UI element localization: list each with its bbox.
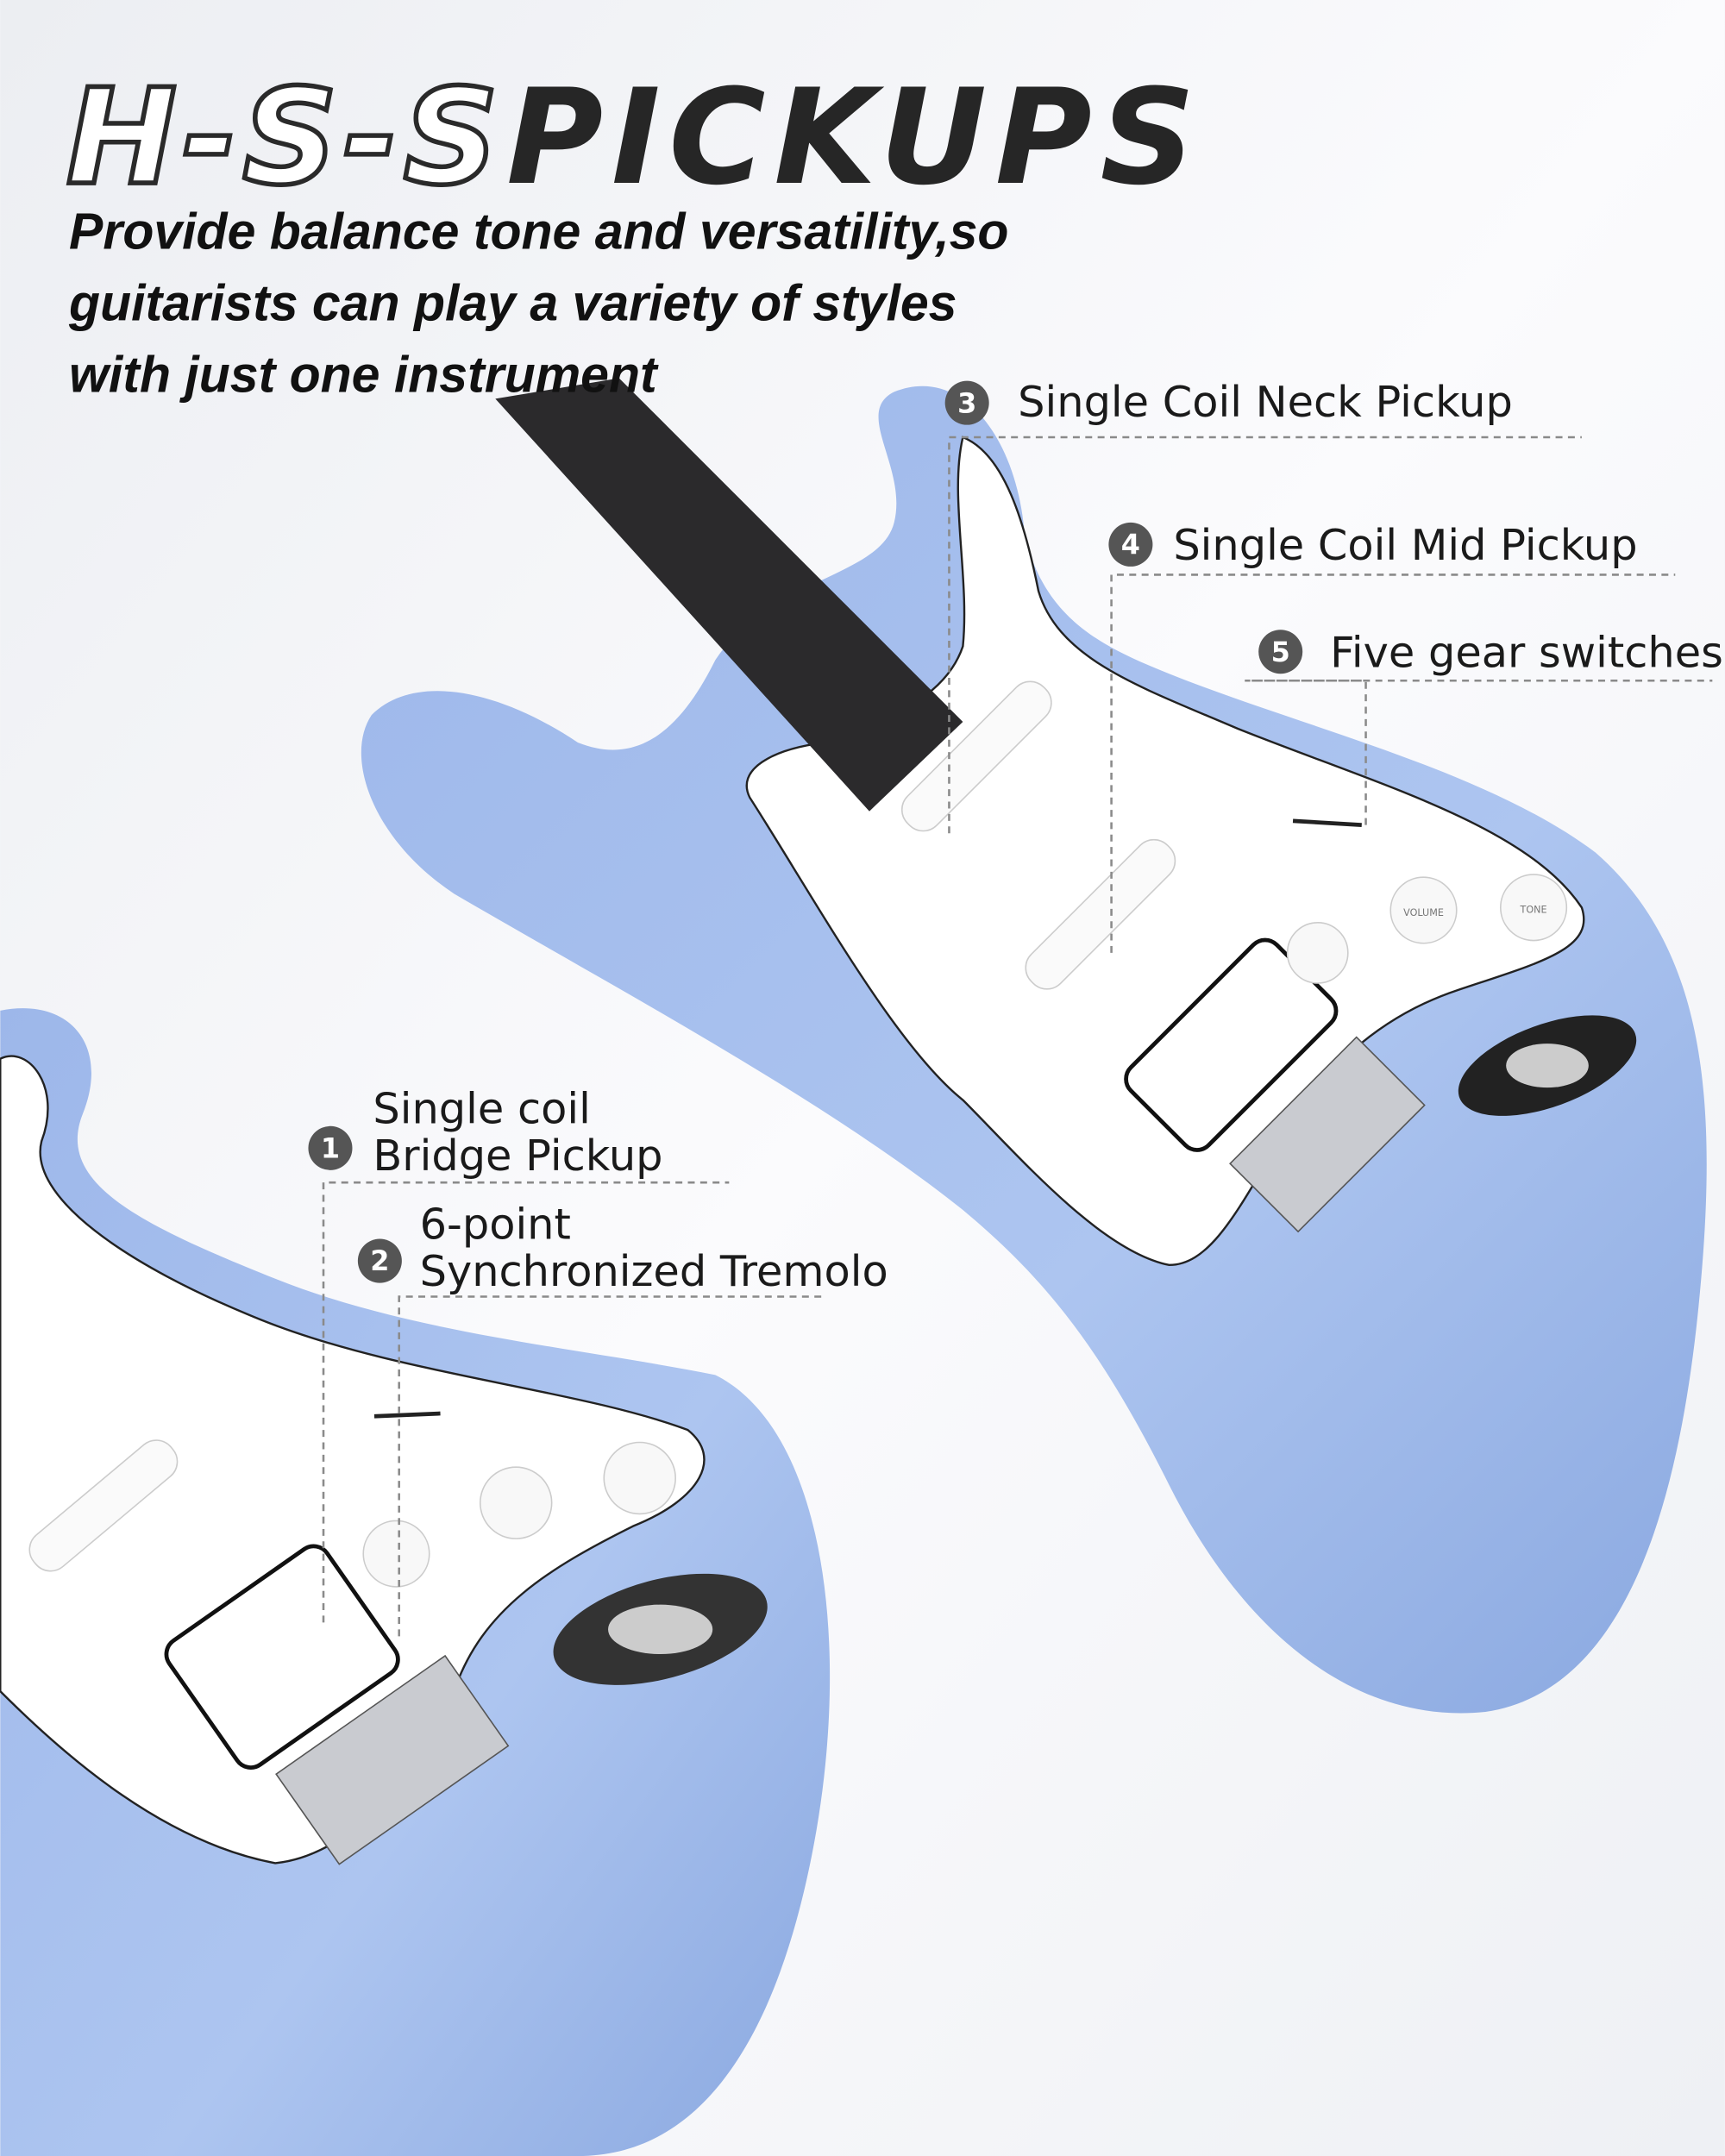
tone-knob-label: TONE (1520, 905, 1547, 916)
callout-mid-pickup: 4 Single Coil Mid Pickup (1108, 520, 1676, 953)
title-hss: H-S-S (66, 61, 504, 215)
title-pickups: PICKUPS (506, 61, 1203, 215)
single-coil-pickup (28, 1439, 179, 1572)
callout-label-line-2: Synchronized Tremolo (420, 1246, 888, 1296)
humbucker-pickup (164, 1544, 400, 1770)
tremolo-bridge (275, 1654, 510, 1865)
badge-number: 1 (321, 1131, 340, 1164)
callout-label-line-1: Single coil (373, 1084, 590, 1134)
jack-plate (1506, 1044, 1589, 1088)
jack-plate (608, 1604, 713, 1655)
tone-knob[interactable] (1499, 874, 1568, 942)
subtitle-line-1: Provide balance tone and versatility,so (69, 204, 1008, 260)
five-way-switch[interactable] (373, 1411, 441, 1419)
guitar-left (0, 1008, 831, 2156)
callout-neck-pickup: 3 Single Coil Neck Pickup (944, 377, 1582, 834)
volume-knob[interactable] (1389, 876, 1458, 944)
badge-number: 4 (1121, 529, 1140, 561)
callout-label: Five gear switches (1330, 627, 1723, 677)
leader-line (948, 436, 1582, 834)
leader-line (1245, 679, 1713, 825)
callout-five-way-switch: 5 Five gear switches (1245, 627, 1723, 825)
number-badge (308, 1125, 353, 1170)
tremolo-bridge (1229, 1036, 1426, 1233)
tone-knob-2[interactable] (362, 1520, 430, 1588)
badge-number: 5 (1271, 636, 1290, 668)
mid-pickup (1025, 838, 1176, 990)
tone-knob[interactable] (603, 1441, 676, 1515)
callout-label: Single Coil Neck Pickup (1018, 377, 1513, 427)
badge-number: 2 (370, 1244, 389, 1277)
leader-line (398, 1295, 825, 1637)
guitar-right: VOLUME TONE (361, 378, 1707, 1714)
number-badge (357, 1238, 402, 1283)
callout-label: Single Coil Mid Pickup (1173, 520, 1637, 570)
callout-label-line-1: 6-point (420, 1200, 571, 1250)
five-way-switch[interactable] (1292, 818, 1362, 828)
callout-bridge-pickup: 1 Single coil Bridge Pickup (308, 1084, 730, 1623)
number-badge (1258, 630, 1303, 674)
callout-label-line-2: Bridge Pickup (373, 1131, 662, 1181)
badge-number: 3 (957, 386, 976, 419)
volume-knob[interactable] (479, 1466, 553, 1539)
number-badge (1108, 522, 1153, 567)
fretboard (495, 378, 963, 812)
leader-line (322, 1181, 730, 1623)
subtitle-line-2: guitarists can play a variety of styles (68, 274, 957, 331)
callout-tremolo: 2 6-point Synchronized Tremolo (357, 1200, 888, 1637)
volume-knob-label: VOLUME (1403, 907, 1444, 918)
tone-knob-2[interactable] (1286, 922, 1349, 984)
neck-pickup (900, 680, 1052, 832)
subtitle-line-3: with just one instrument (69, 346, 659, 403)
leader-line (1110, 573, 1676, 953)
number-badge (944, 380, 989, 425)
